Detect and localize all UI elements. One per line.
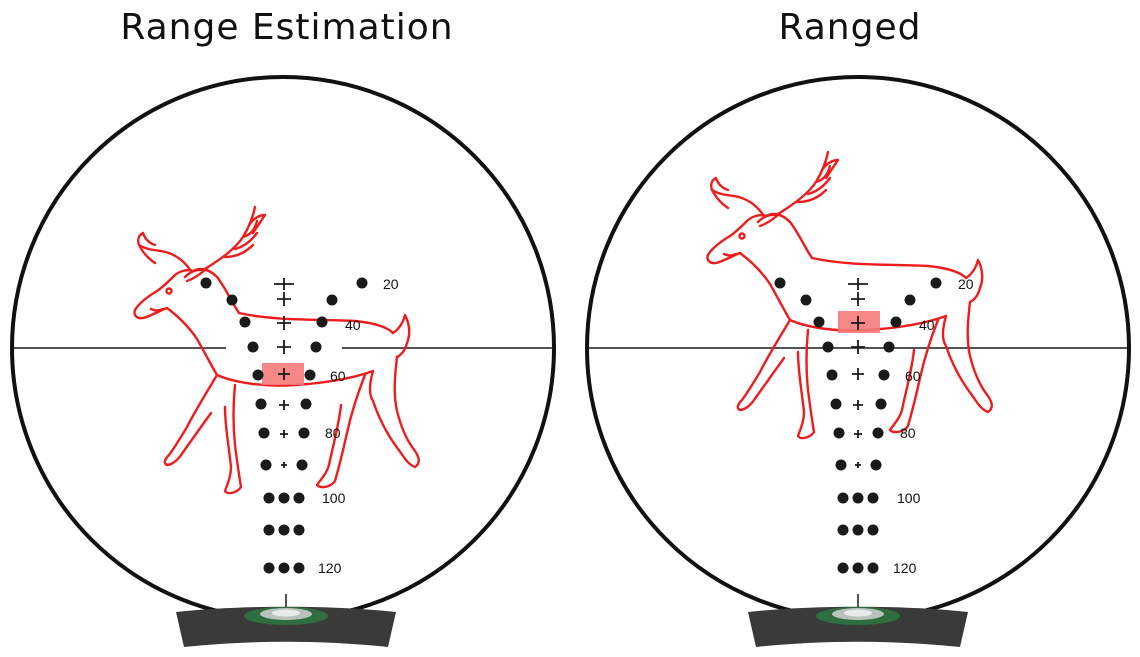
range-label-60-right: 60 <box>905 368 921 384</box>
reticle-crosses-left <box>274 278 294 468</box>
range-label-80-left: 80 <box>325 425 341 441</box>
range-label-40-left: 40 <box>345 317 361 333</box>
reticle-dots-left <box>200 277 368 574</box>
range-label-40-right: 40 <box>919 317 935 333</box>
turret-left <box>176 594 396 647</box>
range-label-100-right: 100 <box>897 490 921 506</box>
range-label-60-left: 60 <box>330 368 346 384</box>
range-label-120-left: 120 <box>318 560 342 576</box>
range-label-20-left: 20 <box>383 276 399 292</box>
range-label-100-left: 100 <box>322 490 346 506</box>
title-range-estimation: Range Estimation <box>120 7 454 48</box>
range-label-120-right: 120 <box>893 560 917 576</box>
range-label-80-right: 80 <box>900 425 916 441</box>
title-ranged: Ranged <box>778 7 922 48</box>
range-label-20-right: 20 <box>958 276 974 292</box>
reticle-crosses-right <box>848 278 868 468</box>
scope-left: 20 40 60 80 100 120 <box>10 75 556 647</box>
turret-right <box>748 594 968 647</box>
reticle-dots-right <box>774 277 942 574</box>
scope-right: 20 40 60 80 100 120 <box>585 75 1131 647</box>
range-highlight-right <box>838 311 880 333</box>
